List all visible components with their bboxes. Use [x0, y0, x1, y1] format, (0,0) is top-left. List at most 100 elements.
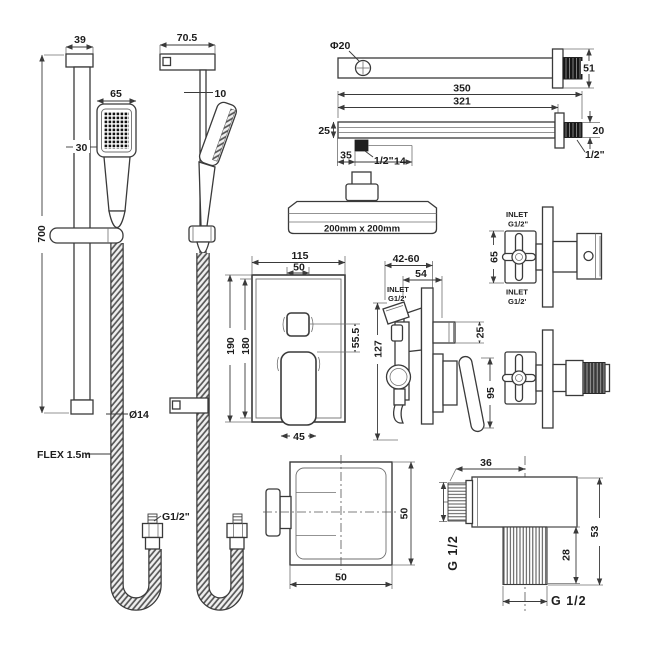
shower-head-side-view: 200mm x 200mm [287, 171, 438, 235]
mixer-lever [280, 351, 317, 426]
handset-cone [196, 241, 210, 254]
label-head-size: 200mm x 200mm [324, 224, 400, 235]
dim-text-bg [73, 140, 90, 153]
cartridge-knob-inner [389, 368, 408, 386]
trim-sleeve [442, 360, 458, 406]
dim-knob-width: 50 [293, 262, 305, 274]
dim-text-bg [581, 61, 597, 74]
dim-text-bg [396, 501, 411, 527]
label-inlet-bottom-1: INLET [506, 288, 528, 297]
knob-arc [311, 316, 314, 333]
hose-outline [110, 243, 162, 611]
valve-stem [535, 364, 544, 392]
lever-hook [393, 404, 405, 424]
slider-bracket [49, 227, 124, 244]
wall-plate-bar [420, 287, 434, 425]
shower-arm-side-view: 350 321 25 20 1/2" 35 1/2" 14 [318, 83, 604, 168]
lever-arc [276, 356, 279, 372]
dim-text-bg [473, 325, 486, 341]
label-hose-thread: G1/2" [162, 511, 190, 523]
dim-outlet-width: 14 [394, 156, 406, 168]
head-connector-base [345, 183, 379, 202]
square-valve-body: 50 50 [263, 455, 415, 589]
wall-bracket-bottom [169, 397, 209, 414]
valve-cylinder [576, 232, 603, 280]
dim-pipe-length: 28 [561, 549, 573, 561]
side-cap [265, 488, 281, 537]
dim-bracket-width: 70.5 [177, 32, 198, 44]
arm-thread [562, 57, 583, 80]
mixer-side-view: 42-60 54 INLET G1/2' 127 25 [371, 253, 497, 441]
dim-rail-height: 700 [36, 225, 48, 243]
bracket-screw-hole [162, 56, 172, 67]
dim-arm-height: 25 [318, 125, 330, 137]
hose-collar [144, 536, 161, 550]
arm-flange [551, 48, 564, 89]
flex-hose [197, 253, 243, 610]
flex-hose [111, 243, 161, 610]
dim-inner-height: 180 [240, 337, 252, 355]
knob-arc [282, 316, 285, 333]
inlet-fitting [382, 301, 410, 325]
label-wall-thread: 1/2" [585, 149, 605, 161]
dim-outlet-depth: 54 [415, 268, 427, 280]
thread-collar [465, 479, 474, 525]
dim-overall-length: 350 [453, 83, 471, 95]
outlet-elbow: 36 G 1/2 28 53 G 1/2 [439, 456, 603, 611]
dim-handset-width: 65 [110, 88, 122, 100]
dim-lever-width: 45 [293, 431, 305, 443]
label-bottom-thread: G 1/2 [551, 594, 587, 608]
hose-thread-stub [232, 513, 243, 524]
cross-handle-hub [511, 249, 527, 265]
head-connector-top [351, 171, 372, 186]
wall-plate-bar [541, 206, 554, 308]
dim-body-width: 50 [335, 572, 347, 584]
arm-bar-side [337, 121, 556, 139]
valve-thread [582, 362, 606, 394]
dim-text-bg [587, 518, 601, 546]
diverter-knob [286, 312, 310, 337]
dim-body-height: 50 [399, 508, 411, 520]
cross-handle-hub [511, 370, 527, 386]
dim-arm-length: 321 [453, 96, 471, 108]
valve-neck [552, 363, 567, 393]
side-nub [279, 495, 292, 530]
stop-valve-lower [501, 329, 611, 429]
dim-text-bg [483, 381, 497, 405]
thread-end-cap [604, 363, 611, 393]
valve-body [565, 359, 584, 397]
dim-knob-offset: 55.5 [350, 328, 362, 349]
hose-nut [141, 522, 164, 539]
dim-text-bg [290, 429, 308, 441]
dim-valve-plate-height: 65 [489, 251, 501, 263]
leader-line [576, 139, 586, 153]
dim-text-bg [224, 328, 236, 365]
dim-tube-dia: 30 [76, 142, 88, 154]
dim-body-length: 36 [480, 457, 492, 469]
lever-neck [393, 388, 406, 406]
handle-side [458, 355, 485, 433]
arm-outlet-nub [354, 139, 369, 152]
handle-bar [458, 355, 485, 433]
inlet-detail-line [385, 305, 404, 312]
dim-plate-width: 115 [292, 250, 309, 262]
arm-wall-thread [563, 122, 583, 138]
label-outlet-thread: 1/2" [374, 155, 394, 167]
inlet-port [390, 324, 404, 342]
dim-text-bg [559, 541, 572, 569]
dim-text-bg [487, 245, 500, 269]
label-inlet-bottom-2: G1/2' [508, 297, 526, 306]
side-male-thread [447, 482, 467, 522]
dim-text-bg [35, 216, 48, 253]
dim-body-height: 127 [373, 340, 385, 358]
label-hole-dia: Φ20 [330, 40, 350, 52]
lever-arc [318, 356, 321, 372]
dim-text-bg [348, 326, 362, 350]
rail-top-cap [65, 53, 94, 68]
dim-depth-range: 42-60 [393, 253, 420, 265]
dim-outlet-dia: 25 [475, 327, 487, 339]
handset-cone [108, 210, 126, 229]
wall-bracket-top [159, 53, 216, 71]
label-inlet-1: INLET [387, 285, 409, 294]
handset-spray-grid [104, 112, 129, 149]
